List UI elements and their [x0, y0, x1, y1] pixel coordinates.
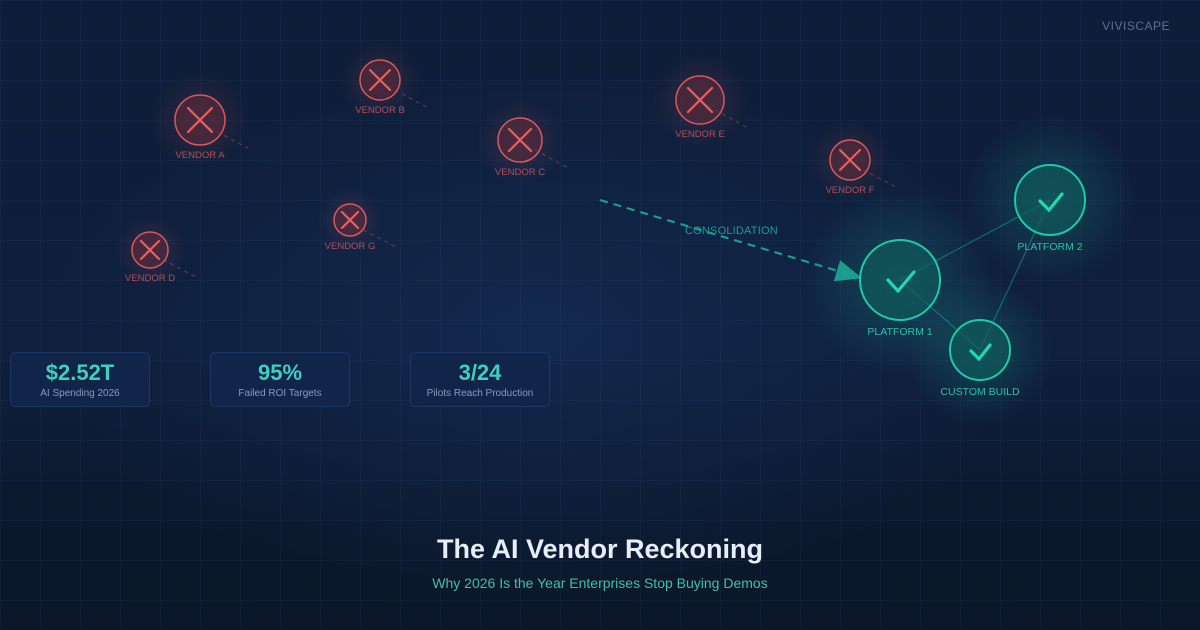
platform-node-1: [859, 239, 941, 321]
x-icon: [507, 127, 533, 153]
x-icon: [838, 148, 862, 172]
stat-card-ai-spending: $2.52T AI Spending 2026: [10, 352, 150, 407]
check-icon: [1038, 192, 1064, 213]
consolidation-arrow: [599, 198, 863, 282]
check-icon: [969, 343, 992, 362]
platform-label-custom-build: CUSTOM BUILD: [940, 386, 1020, 398]
stat-card-pilots-production: 3/24 Pilots Reach Production: [410, 352, 550, 407]
page-title: The AI Vendor Reckoning: [436, 534, 764, 564]
vendor-label-c: VENDOR C: [494, 167, 546, 178]
vendor-glows: [114, 40, 890, 286]
vendor-node-b: [359, 59, 401, 101]
stat-caption: Failed ROI Targets: [238, 388, 322, 399]
check-icon: [886, 270, 916, 294]
stat-caption: AI Spending 2026: [40, 388, 120, 399]
x-icon: [139, 239, 161, 261]
vendor-label-a: VENDOR A: [175, 150, 225, 161]
vendor-node-f: [829, 139, 871, 181]
platform-node-custom-build: [949, 319, 1011, 381]
x-icon: [686, 86, 714, 114]
platform-label-1: PLATFORM 1: [867, 326, 933, 338]
stat-caption: Pilots Reach Production: [426, 388, 534, 399]
consolidation-label: CONSOLIDATION: [685, 225, 778, 237]
vendor-node-a: [174, 94, 226, 146]
vendor-node-e: [675, 75, 725, 125]
stat-value: $2.52T: [45, 360, 115, 385]
platform-node-2: [1014, 164, 1086, 236]
vendor-node-g: [333, 203, 367, 237]
vendor-node-d: [131, 231, 169, 269]
vendor-label-g: VENDOR G: [324, 241, 376, 252]
vendor-label-b: VENDOR B: [355, 105, 405, 116]
page-subtitle: Why 2026 Is the Year Enterprises Stop Bu…: [432, 575, 768, 591]
stat-card-failed-roi: 95% Failed ROI Targets: [210, 352, 350, 407]
platform-label-2: PLATFORM 2: [1017, 241, 1083, 253]
vendor-node-c: [497, 117, 543, 163]
stat-value: 95%: [257, 360, 303, 385]
vendor-label-d: VENDOR D: [124, 273, 176, 284]
x-icon: [186, 106, 214, 134]
vendor-label-e: VENDOR E: [675, 129, 725, 140]
x-icon: [368, 68, 392, 92]
x-icon: [340, 210, 360, 230]
stat-value: 3/24: [458, 360, 502, 385]
vendor-label-f: VENDOR F: [825, 185, 875, 196]
vendor-trails: [155, 85, 899, 279]
brand-logo: VIVISCAPE: [1102, 19, 1170, 33]
